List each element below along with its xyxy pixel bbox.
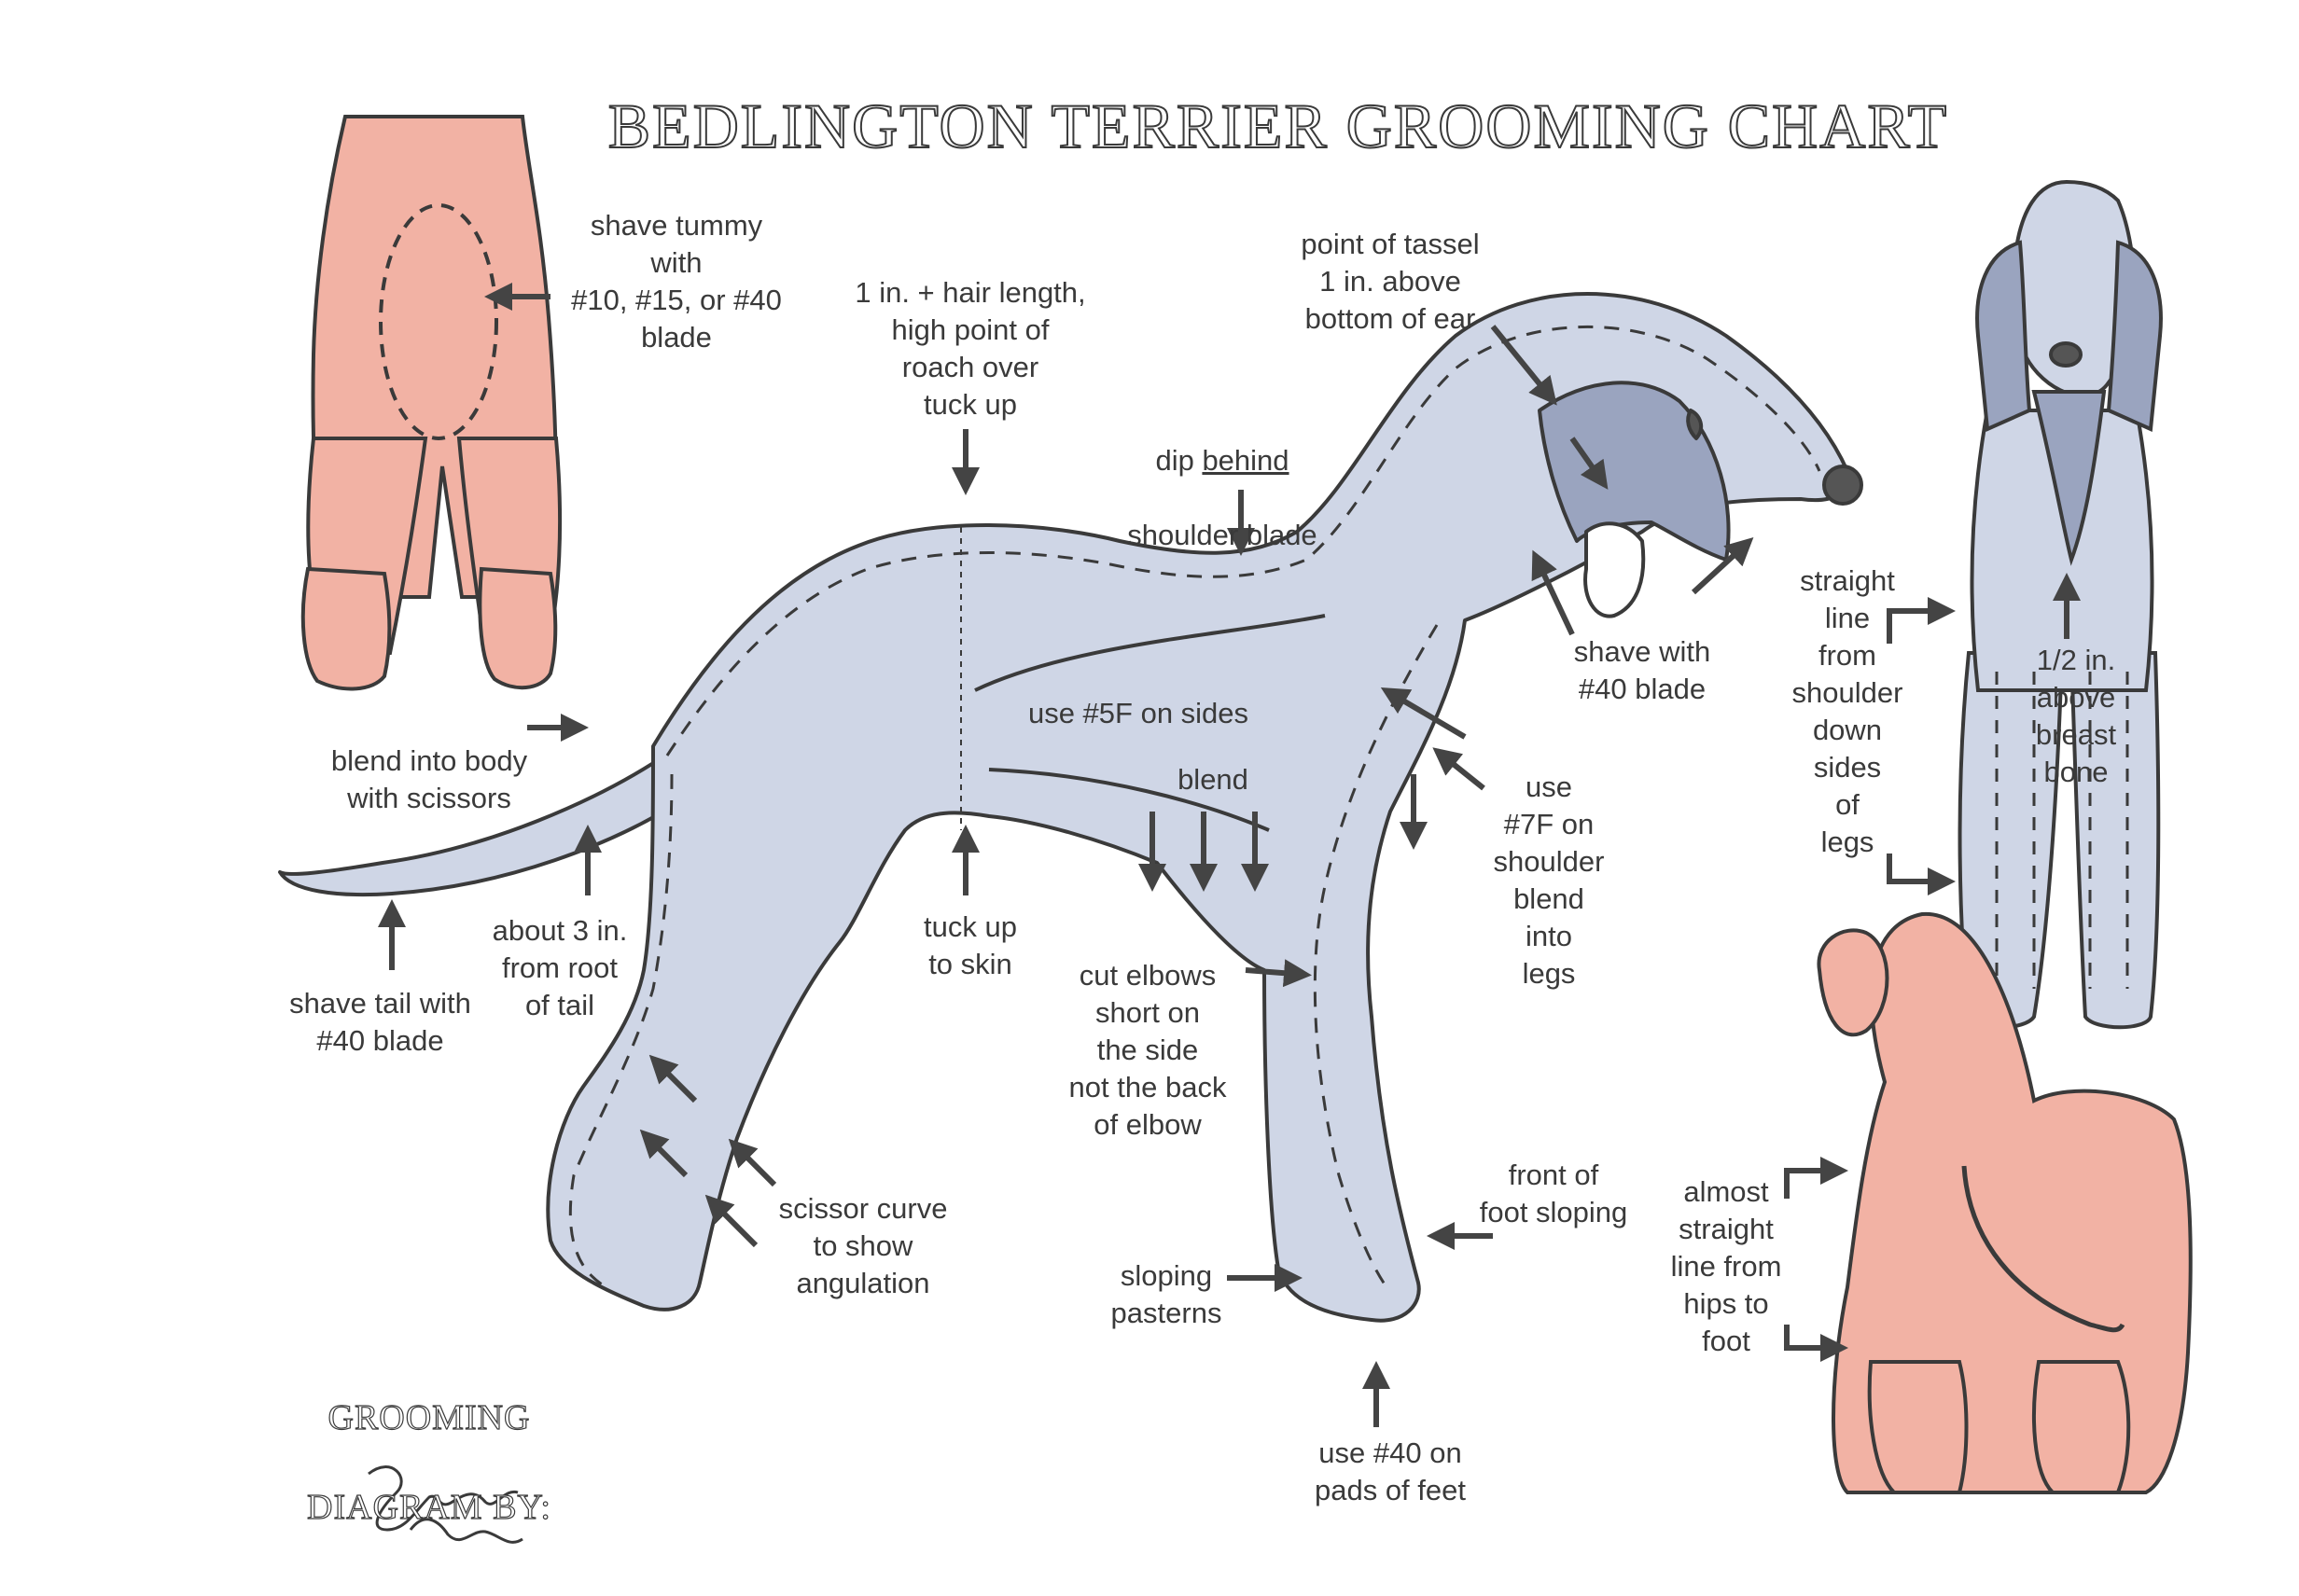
front-view-figure xyxy=(1960,182,2161,1027)
label-shave-head: shave with #40 blade xyxy=(1549,633,1735,708)
label-elbows: cut elbows short on the side not the bac… xyxy=(1045,957,1250,1144)
label-pasterns: sloping pasterns xyxy=(1092,1257,1241,1332)
arrow-angulation-3 xyxy=(732,1143,774,1185)
belly-left-foot xyxy=(303,569,389,688)
dog-nose xyxy=(1824,466,1861,504)
label-front-foot: front of foot sloping xyxy=(1451,1157,1656,1231)
label-dip-behind: dip behind shoulder blade xyxy=(1092,405,1353,554)
credit-line-1: GROOMING xyxy=(280,1395,578,1440)
front-nose xyxy=(2051,343,2081,366)
label-pads: use #40 on pads of feet xyxy=(1288,1435,1493,1509)
label-scissor-curve: scissor curve to show angulation xyxy=(756,1190,970,1302)
ear-tassel xyxy=(1585,523,1643,616)
front-left-ear xyxy=(1977,243,2029,429)
arrow-angulation-4 xyxy=(709,1199,756,1245)
page-title: BEDLINGTON TERRIER GROOMING CHART xyxy=(522,90,2034,163)
dip-underlined: behind xyxy=(1202,444,1289,477)
label-sides: use #5F on sides xyxy=(1008,695,1269,732)
rear-right-foot xyxy=(2034,1362,2128,1492)
label-root-tail: about 3 in. from root of tail xyxy=(476,912,644,1024)
credit-line-2: DIAGRAM BY: xyxy=(280,1485,578,1530)
rear-head xyxy=(1818,930,1887,1034)
credit-block: GROOMING DIAGRAM BY: xyxy=(280,1351,578,1575)
rear-left-foot xyxy=(1870,1362,1967,1492)
label-shoulder: use #7F on shoulder blend into legs xyxy=(1474,769,1623,992)
label-tuck-up: tuck up to skin xyxy=(896,909,1045,983)
label-shave-tummy: shave tummy with #10, #15, or #40 blade xyxy=(522,207,830,356)
label-blend-body: blend into body with scissors xyxy=(303,742,555,817)
dip-prefix: dip xyxy=(1155,444,1202,477)
belly-view-figure xyxy=(303,117,560,688)
belly-right-foot xyxy=(480,569,555,687)
label-shave-tail: shave tail with #40 blade xyxy=(266,985,495,1060)
label-blend: blend xyxy=(1157,761,1269,798)
label-straight-line: straight line from shoulder down sides o… xyxy=(1763,562,1931,861)
front-right-ear xyxy=(2109,243,2161,429)
label-roach: 1 in. + hair length, high point of roach… xyxy=(821,274,1120,423)
label-tassel: point of tassel 1 in. above bottom of ea… xyxy=(1250,226,1530,338)
label-hips: almost straight line from hips to foot xyxy=(1651,1173,1801,1360)
dip-rest: shoulder blade xyxy=(1127,519,1317,551)
label-breast-bone: 1/2 in. above breast bone xyxy=(2015,642,2137,791)
